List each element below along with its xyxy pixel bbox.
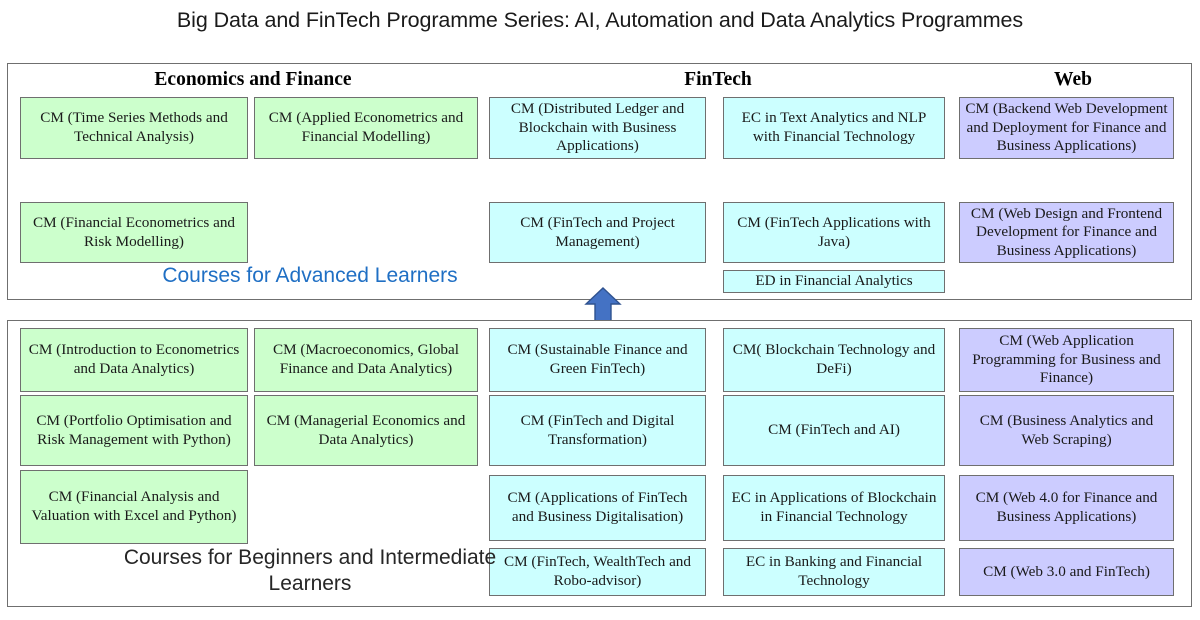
column-header-fintech: FinTech: [684, 69, 752, 90]
beginner-intermediate-section: CM (Introduction to Econometrics and Dat…: [7, 320, 1192, 607]
course-card[interactable]: CM (Sustainable Finance and Green FinTec…: [489, 328, 706, 392]
course-card[interactable]: ED in Financial Analytics: [723, 270, 945, 293]
course-card[interactable]: CM (Distributed Ledger and Blockchain wi…: [489, 97, 706, 159]
course-card[interactable]: EC in Text Analytics and NLP with Financ…: [723, 97, 945, 159]
course-card[interactable]: EC in Banking and Financial Technology: [723, 548, 945, 596]
beginner-intermediate-label: Courses for Beginners and Intermediate L…: [123, 546, 497, 595]
course-card[interactable]: CM (Financial Analysis and Valuation wit…: [20, 470, 248, 544]
course-card[interactable]: CM (FinTech and Digital Transformation): [489, 395, 706, 466]
course-card[interactable]: CM (Financial Econometrics and Risk Mode…: [20, 202, 248, 263]
column-header-economics-and-finance: Economics and Finance: [154, 69, 352, 90]
advanced-learners-section: Economics and Finance FinTech Web CM (Ti…: [7, 63, 1192, 300]
course-card[interactable]: EC in Applications of Blockchain in Fina…: [723, 475, 945, 541]
course-card[interactable]: CM (Portfolio Optimisation and Risk Mana…: [20, 395, 248, 466]
course-card[interactable]: CM (Backend Web Development and Deployme…: [959, 97, 1174, 159]
course-card[interactable]: CM (Business Analytics and Web Scraping): [959, 395, 1174, 466]
course-card[interactable]: CM (Introduction to Econometrics and Dat…: [20, 328, 248, 392]
page-title: Big Data and FinTech Programme Series: A…: [176, 8, 1024, 32]
course-card[interactable]: CM (Web 3.0 and FinTech): [959, 548, 1174, 596]
course-card[interactable]: CM (Web 4.0 for Finance and Business App…: [959, 475, 1174, 541]
course-card[interactable]: CM (Macroeconomics, Global Finance and D…: [254, 328, 478, 392]
course-card[interactable]: CM (Web Design and Frontend Development …: [959, 202, 1174, 263]
course-card[interactable]: CM (Applied Econometrics and Financial M…: [254, 97, 478, 159]
course-card[interactable]: CM (FinTech Applications with Java): [723, 202, 945, 263]
course-card[interactable]: CM (Applications of FinTech and Business…: [489, 475, 706, 541]
column-header-web: Web: [1054, 69, 1092, 90]
course-card[interactable]: CM (Time Series Methods and Technical An…: [20, 97, 248, 159]
course-card[interactable]: CM (FinTech and Project Management): [489, 202, 706, 263]
course-card[interactable]: CM (FinTech, WealthTech and Robo-advisor…: [489, 548, 706, 596]
course-card[interactable]: CM (FinTech and AI): [723, 395, 945, 466]
course-card[interactable]: CM (Managerial Economics and Data Analyt…: [254, 395, 478, 466]
advanced-learners-label: Courses for Advanced Learners: [162, 264, 458, 287]
course-card[interactable]: CM( Blockchain Technology and DeFi): [723, 328, 945, 392]
course-card[interactable]: CM (Web Application Programming for Busi…: [959, 328, 1174, 392]
